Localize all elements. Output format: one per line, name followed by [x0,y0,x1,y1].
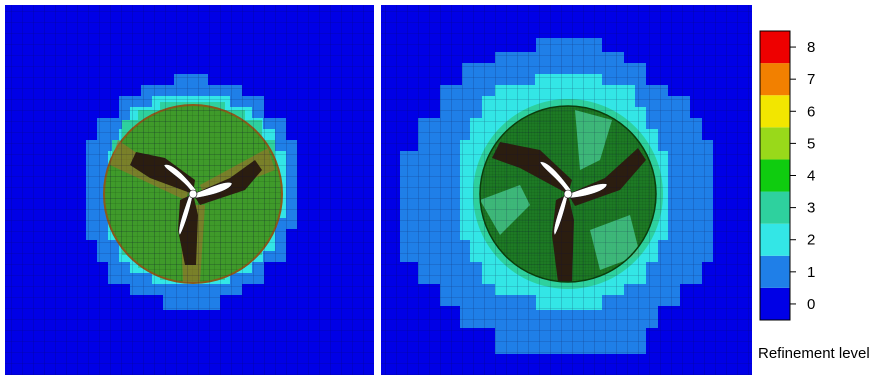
right-rotor-outline [479,105,657,283]
colorbar-border [759,30,791,321]
colorbar-swatch-5 [760,127,790,160]
panel-divider [375,0,381,376]
left-turbine-blades [163,164,233,236]
colorbar-swatch-8 [760,31,790,64]
colorbar-swatch-6 [760,95,790,128]
colorbar-swatch-0 [760,287,790,320]
colorbar-label-3: 3 [807,200,815,217]
colorbar-label-5: 5 [807,135,815,152]
colorbar-label-1: 1 [807,264,815,281]
colorbar-swatch-2 [760,223,790,256]
right-mesh-panel [381,5,752,375]
colorbar-label-8: 8 [807,39,815,56]
colorbar-swatch-3 [760,191,790,224]
colorbar-label-4: 4 [807,168,815,185]
right-hub-icon [563,189,573,199]
right-turbine-blades [539,161,608,236]
colorbar-title: Refinement level [758,345,870,362]
left-hub-icon [188,189,198,199]
colorbar-swatch-4 [760,159,790,192]
left-mesh-panel [5,5,374,375]
colorbar-swatch-7 [760,63,790,96]
colorbar: 0 1 2 3 4 5 6 7 8 [759,30,815,321]
colorbar-label-7: 7 [807,71,815,88]
colorbar-swatch-1 [760,255,790,288]
colorbar-label-2: 2 [807,232,815,249]
colorbar-label-6: 6 [807,103,815,120]
colorbar-label-0: 0 [807,296,815,313]
